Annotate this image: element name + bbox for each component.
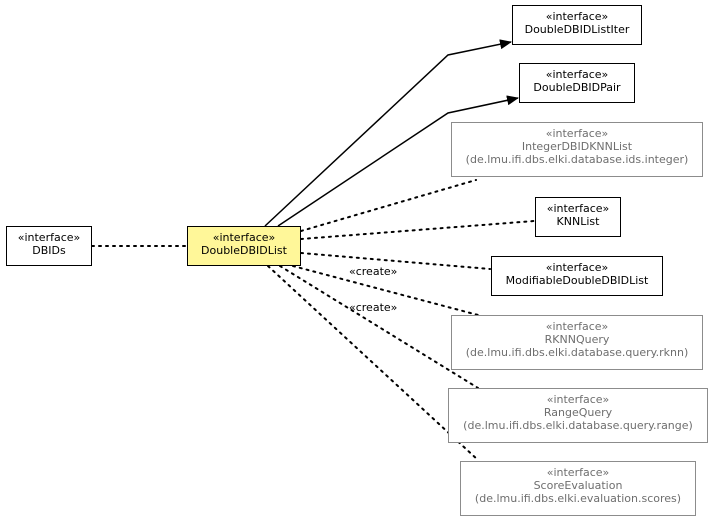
node-name: DoubleDBIDListIter [524,23,630,36]
node-stereotype: «interface» [545,10,609,23]
node-stereotype: «interface» [546,393,610,406]
node-stereotype: «interface» [545,320,609,333]
node-name: ScoreEvaluation [533,479,623,492]
node-package: (de.lmu.ifi.dbs.elki.database.query.rang… [463,419,693,432]
node-integer-dbid-knn-list[interactable]: «interface» IntegerDBIDKNNList (de.lmu.i… [451,122,703,177]
edge-center-listiter [264,39,512,227]
node-name: RangeQuery [543,406,613,419]
edge-center-scoreeval [267,265,479,461]
node-name: KNNList [556,215,600,228]
node-name: ModifiableDoubleDBIDList [505,274,649,287]
edge-center-rangequery [279,265,479,389]
edge-center-pair [277,95,519,227]
node-name: RKNNQuery [544,333,610,346]
node-range-query[interactable]: «interface» RangeQuery (de.lmu.ifi.dbs.e… [448,388,708,443]
edge-center-knnlist [300,220,535,240]
node-rknn-query[interactable]: «interface» RKNNQuery (de.lmu.ifi.dbs.el… [451,315,703,370]
node-stereotype: «interface» [212,231,276,244]
node-dbids[interactable]: «interface» DBIDs [6,226,92,266]
node-name: DoubleDBIDList [201,244,287,257]
node-stereotype: «interface» [545,127,609,140]
edge-center-integerknn [300,179,477,232]
node-name: DoubleDBIDPair [533,81,621,94]
edge-label-create-range: «create» [349,301,398,314]
node-name: IntegerDBIDKNNList [521,140,633,153]
node-stereotype: «interface» [546,202,610,215]
node-double-dbid-pair[interactable]: «interface» DoubleDBIDPair [519,63,635,103]
node-stereotype: «interface» [17,231,81,244]
node-knn-list[interactable]: «interface» KNNList [535,197,621,237]
node-double-dbid-list[interactable]: «interface» DoubleDBIDList [187,226,301,266]
node-package: (de.lmu.ifi.dbs.elki.database.ids.intege… [465,153,689,166]
node-double-dbid-list-iter[interactable]: «interface» DoubleDBIDListIter [512,5,642,45]
edge-label-create-rknn: «create» [349,265,398,278]
node-package: (de.lmu.ifi.dbs.elki.evaluation.scores) [474,492,682,505]
node-package: (de.lmu.ifi.dbs.elki.database.query.rknn… [465,346,689,359]
node-stereotype: «interface» [545,68,609,81]
node-name: DBIDs [32,244,66,257]
node-modifiable-double-dbid-list[interactable]: «interface» ModifiableDoubleDBIDList [491,256,663,296]
node-stereotype: «interface» [546,466,610,479]
node-score-evaluation[interactable]: «interface» ScoreEvaluation (de.lmu.ifi.… [460,461,696,516]
node-stereotype: «interface» [545,261,609,274]
